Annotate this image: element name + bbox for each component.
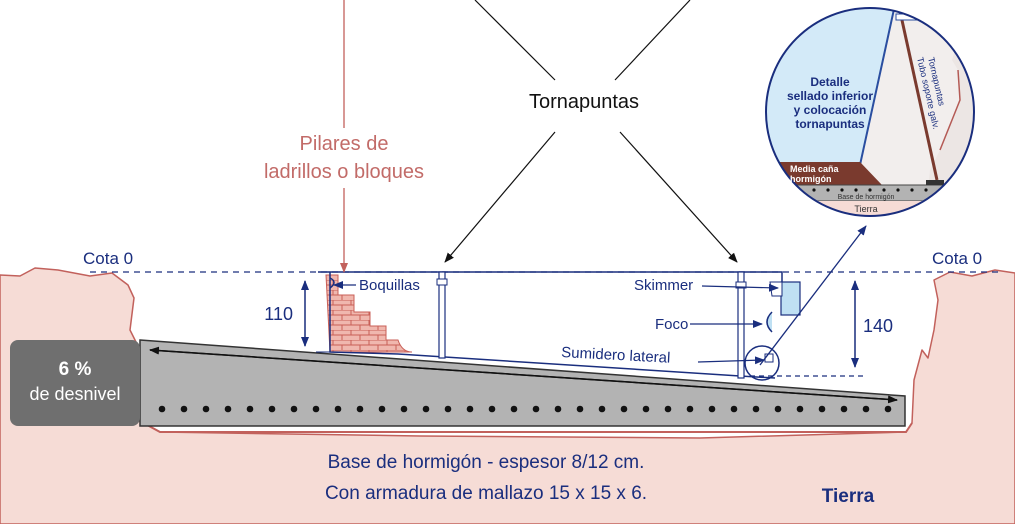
support-post-left	[436, 271, 448, 359]
rebar-dot	[532, 405, 540, 413]
brace-arrow-left	[444, 131, 556, 263]
rebar-dot	[180, 405, 188, 413]
detail-circle-border	[765, 7, 975, 217]
rebar-dot	[818, 405, 826, 413]
rebar-dot	[664, 405, 672, 413]
rebar-dot	[598, 405, 606, 413]
rebar-dot	[554, 405, 562, 413]
dim-right-label: 140	[863, 316, 893, 336]
slope-text: de desnivel	[29, 384, 120, 404]
base-description-line1: Base de hormigón - espesor 8/12 cm.	[328, 452, 645, 473]
detail-rebar-dot	[854, 188, 858, 192]
rebar-dot	[290, 405, 298, 413]
detail-media-label2: hormigón	[790, 174, 832, 184]
detail-rebar-dot	[882, 188, 886, 192]
slope-value: 6 %	[59, 359, 92, 380]
rebar-dot	[884, 405, 892, 413]
detail-base-label: Base de hormigón	[838, 194, 895, 201]
boquillas-label: Boquillas	[359, 277, 420, 294]
detail-rebar-dot	[868, 188, 872, 192]
skimmer-leader	[701, 283, 779, 292]
slope-box	[10, 340, 140, 426]
rebar-dot	[840, 405, 848, 413]
sumidero-label: Sumidero lateral	[561, 344, 671, 367]
rebar-dot	[774, 405, 782, 413]
rebar-dot	[444, 405, 452, 413]
detail-rebar-dot	[826, 188, 830, 192]
detail-rebar-dot	[924, 188, 928, 192]
slope-arrow-line-back	[149, 346, 898, 401]
rebar-dot	[224, 405, 232, 413]
rebar-dot	[400, 405, 408, 413]
rebar-dot	[378, 405, 386, 413]
detail-tube-foot	[926, 180, 944, 185]
rebar-dot	[686, 405, 694, 413]
detail-ground-edge	[939, 69, 961, 151]
rebar-dot	[334, 405, 342, 413]
rebar-dot	[422, 405, 430, 413]
pillar-label-line1: Pilares de	[300, 133, 389, 155]
skimmer-box	[780, 281, 801, 316]
detail-pointer-arrow	[759, 225, 867, 366]
cota-right-label: Cota 0	[932, 249, 982, 268]
detail-title-line4: tornapuntas	[795, 117, 865, 131]
rebar-dot	[246, 405, 254, 413]
rebar-dot	[268, 405, 276, 413]
base-description-line2: Con armadura de mallazo 15 x 15 x 6.	[325, 483, 647, 504]
rebar-dot	[708, 405, 716, 413]
rebar-dot	[466, 405, 474, 413]
detail-rebar-dot	[840, 188, 844, 192]
light-icon	[766, 311, 773, 333]
sumidero-leader	[697, 356, 765, 365]
detail-media-cana	[766, 162, 882, 185]
detail-title-line3: y colocación	[794, 103, 867, 117]
tierra-label: Tierra	[822, 486, 875, 507]
pillar-label-line2: ladrillos o bloques	[264, 161, 424, 183]
rebar-dot	[730, 405, 738, 413]
rebar-dot	[312, 405, 320, 413]
support-post-right	[735, 271, 747, 379]
detail-support-tube	[896, 8, 939, 181]
foco-label: Foco	[655, 316, 688, 333]
skimmer-label: Skimmer	[634, 277, 693, 294]
rebar-dot	[796, 405, 804, 413]
rebar-mesh-dots	[158, 405, 892, 413]
rebar-dot	[488, 405, 496, 413]
rebar-dot	[510, 405, 518, 413]
tornapuntas-label: Tornapuntas	[529, 91, 639, 113]
rebar-dot	[356, 405, 364, 413]
detail-rebar-dot	[812, 188, 816, 192]
detail-rebar-dot	[910, 188, 914, 192]
rebar-dot	[752, 405, 760, 413]
skimmer-mouth	[769, 281, 783, 297]
rebar-dot	[576, 405, 584, 413]
rebar-dot	[642, 405, 650, 413]
brace-line-top-left	[474, 0, 556, 81]
detail-media-label1: Media caña	[790, 164, 840, 174]
cota-left-label: Cota 0	[83, 249, 133, 268]
concrete-base	[139, 339, 906, 427]
detail-tierra-label: Tierra	[854, 204, 877, 214]
rebar-dot	[862, 405, 870, 413]
detail-title-line2: sellado inferior	[787, 89, 873, 103]
dim-left-label: 110	[264, 304, 293, 324]
rebar-dot	[158, 405, 166, 413]
detail-water	[766, 8, 896, 165]
brick-pillar	[325, 274, 413, 353]
pillar-label-bg	[236, 128, 452, 188]
detail-inset: Detalle sellado inferior y colocación to…	[765, 7, 975, 217]
brace-arrow-right	[619, 131, 738, 263]
brace-line-top-right	[614, 0, 691, 81]
detail-rebar-dot	[896, 188, 900, 192]
rebar-dot	[202, 405, 210, 413]
rebar-dot	[620, 405, 628, 413]
drain-grate	[764, 353, 774, 363]
detail-title-line1: Detalle	[810, 75, 850, 89]
side-drain-icon	[744, 345, 780, 381]
